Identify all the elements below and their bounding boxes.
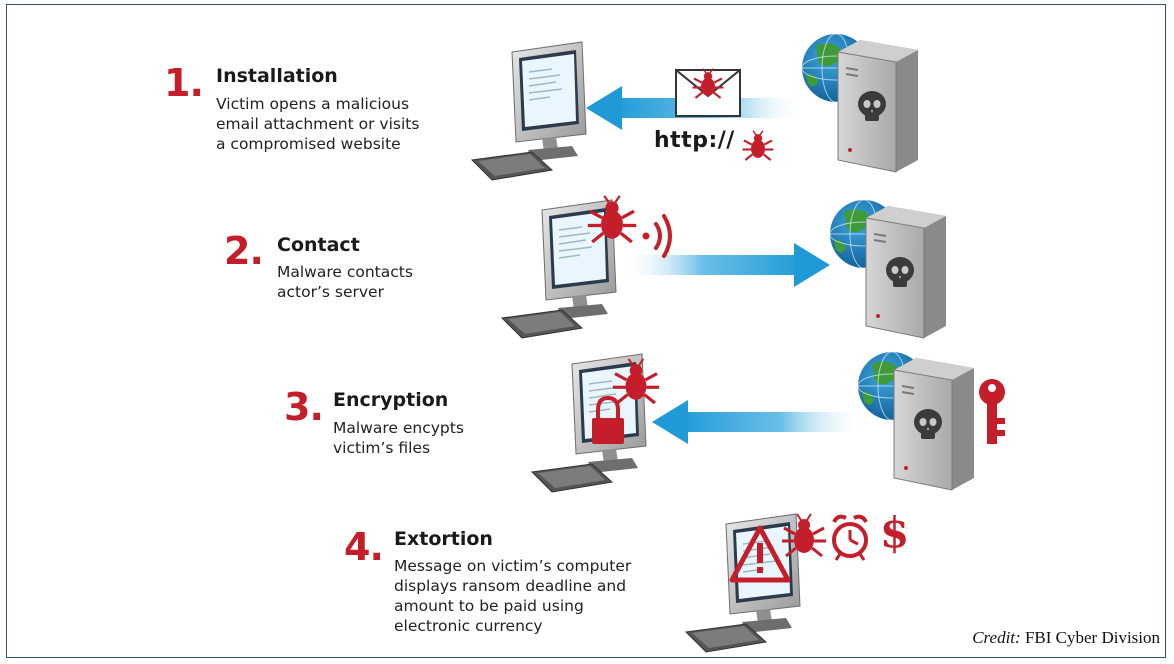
step-desc-line: Victim opens a malicious [216, 95, 410, 113]
step-title: Encryption [333, 389, 449, 411]
step-desc-line: electronic currency [394, 617, 543, 635]
http-label: http:// [654, 128, 735, 153]
attacker-server-icon [893, 357, 975, 491]
victim-computer-icon [685, 513, 801, 653]
step-title: Installation [216, 65, 338, 87]
step-desc-line: Malware encypts [333, 419, 464, 437]
step-desc-line: email attachment or visits [216, 115, 420, 133]
credit-label: Credit: [972, 628, 1021, 647]
step-desc-line: a compromised website [216, 135, 401, 153]
step-title: Contact [277, 234, 360, 256]
victim-computer-icon [531, 353, 647, 493]
credit-text: FBI Cyber Division [1024, 628, 1160, 647]
attacker-server-icon [865, 205, 947, 339]
warning-icon [729, 525, 791, 583]
step-number: 2. [224, 229, 264, 273]
figure-frame [6, 4, 1166, 658]
victim-computer-icon [501, 199, 617, 339]
step-desc-line: displays ransom deadline and [394, 577, 627, 595]
signal-icon [642, 214, 672, 258]
step-desc-line: Message on victim’s computer [394, 557, 632, 575]
key-icon [979, 379, 1005, 444]
envelope-icon [675, 67, 741, 117]
step-title: Extortion [394, 528, 493, 550]
step-desc-line: amount to be paid using [394, 597, 584, 615]
step-number: 1. [164, 61, 204, 105]
lock-icon [592, 395, 624, 444]
step-number: 4. [344, 525, 384, 569]
bug-icon [741, 129, 775, 162]
step-desc-line: actor’s server [277, 283, 384, 301]
step-desc-line: victim’s files [333, 439, 431, 457]
dollar-icon: $ [880, 508, 910, 557]
arrow-victim-to-server-2 [622, 243, 830, 287]
victim-computer-icon [471, 41, 587, 181]
arrow-server-to-victim-3 [652, 400, 864, 444]
alarm-clock-icon [832, 514, 868, 561]
attacker-server-icon [837, 39, 919, 173]
step-desc-line: Malware contacts [277, 263, 413, 281]
step-number: 3. [284, 385, 324, 429]
credit-line: Credit: FBI Cyber Division [972, 628, 1160, 648]
